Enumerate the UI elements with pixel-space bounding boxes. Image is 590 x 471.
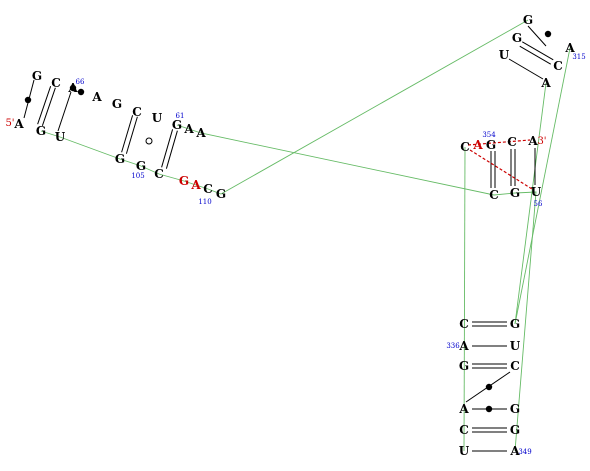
nucleotide-A: A bbox=[458, 402, 469, 416]
residue-number: 349 bbox=[518, 448, 531, 456]
nucleotide-G: G bbox=[179, 174, 189, 188]
nucleotide-U: U bbox=[531, 185, 542, 199]
watson-crick-pair-line bbox=[41, 87, 56, 126]
nucleotide-G: G bbox=[112, 97, 122, 111]
nucleotide-C: C bbox=[460, 140, 470, 154]
nucleotide-C: C bbox=[489, 188, 499, 202]
residue-number: 110 bbox=[198, 198, 211, 206]
wobble-pair-dot bbox=[485, 383, 493, 391]
nucleotide-A: A bbox=[190, 178, 201, 192]
nucleotide-G: G bbox=[36, 124, 46, 138]
nucleotide-G: G bbox=[115, 152, 125, 166]
watson-crick-pair-line bbox=[37, 86, 52, 125]
backbone-strand bbox=[40, 19, 529, 195]
noncanonical-pair-line bbox=[469, 149, 533, 190]
nucleotide-G: G bbox=[486, 138, 496, 152]
nucleotide-C: C bbox=[510, 359, 520, 373]
residue-number: 315 bbox=[572, 53, 585, 61]
wobble-pair-dot bbox=[485, 405, 493, 413]
residue-number: 336 bbox=[446, 342, 460, 350]
wobble-pair-dot bbox=[69, 84, 77, 92]
three-prime-end-label: 3' bbox=[537, 136, 546, 147]
backbone-strand bbox=[463, 146, 466, 452]
watson-crick-pair-line bbox=[161, 129, 174, 168]
wobble-pair-dot bbox=[77, 88, 85, 96]
nucleotide-G: G bbox=[32, 69, 42, 83]
nucleotide-A: A bbox=[540, 76, 551, 90]
wobble-pair-dot bbox=[24, 96, 32, 104]
nucleotide-C: C bbox=[203, 182, 213, 196]
nucleotide-U: U bbox=[510, 339, 521, 353]
nucleotide-G: G bbox=[510, 423, 520, 437]
nucleotide-G: G bbox=[510, 186, 520, 200]
nucleotide-A: A bbox=[195, 126, 206, 140]
nucleotide-U: U bbox=[152, 111, 163, 125]
nucleotide-A: A bbox=[564, 41, 575, 55]
backbone-strand bbox=[176, 124, 537, 452]
nucleotide-A: A bbox=[67, 81, 78, 95]
nucleotide-A: A bbox=[509, 444, 520, 458]
residue-number: 61 bbox=[176, 112, 185, 120]
nucleotide-U: U bbox=[459, 444, 470, 458]
nucleotide-G: G bbox=[510, 402, 520, 416]
noncanonical-pair-line bbox=[467, 139, 531, 146]
nucleotide-G: G bbox=[172, 118, 182, 132]
nucleotide-G: G bbox=[459, 359, 469, 373]
wobble-pair-dot bbox=[544, 30, 552, 38]
watson-crick-pair-line bbox=[519, 45, 551, 65]
base-pair-layer bbox=[23, 25, 554, 452]
watson-crick-pair-line bbox=[125, 116, 138, 154]
nucleotide-G: G bbox=[216, 187, 226, 201]
nucleotide-A: A bbox=[527, 134, 538, 148]
five-prime-end-label: 5' bbox=[5, 118, 14, 129]
nucleotide-A: A bbox=[91, 90, 102, 104]
nucleotide-C: C bbox=[459, 317, 469, 331]
nucleotide-U: U bbox=[499, 48, 510, 62]
nucleotide-A: A bbox=[458, 339, 469, 353]
nucleotide-C: C bbox=[154, 167, 164, 181]
noncanonical-pair-circle bbox=[145, 137, 153, 145]
watson-crick-pair-line bbox=[121, 115, 134, 153]
nucleotide-C: C bbox=[459, 423, 469, 437]
pair-line bbox=[527, 25, 547, 47]
backbone-layer bbox=[40, 19, 571, 452]
residue-number: 105 bbox=[131, 172, 144, 180]
nucleotide-C: C bbox=[507, 135, 517, 149]
residue-number: 56 bbox=[534, 200, 543, 208]
nucleotide-A: A bbox=[13, 117, 24, 131]
nucleotide-C: C bbox=[132, 105, 142, 119]
residue-number: 354 bbox=[482, 131, 496, 139]
nucleotide-C: C bbox=[553, 59, 563, 73]
nucleotide-U: U bbox=[55, 130, 66, 144]
pair-line bbox=[57, 91, 72, 132]
residue-number: 66 bbox=[76, 78, 85, 86]
watson-crick-pair-line bbox=[522, 41, 554, 61]
nucleotide-A: A bbox=[472, 138, 483, 152]
nucleotide-G: G bbox=[523, 13, 533, 27]
nucleotide-G: G bbox=[512, 31, 522, 45]
nucleotide-A: A bbox=[183, 122, 194, 136]
pair-line bbox=[508, 58, 544, 80]
backbone-link bbox=[514, 47, 571, 325]
nucleotide-G: G bbox=[510, 317, 520, 331]
watson-crick-pair-line bbox=[165, 130, 178, 169]
backbone-link bbox=[514, 82, 547, 325]
nucleotide-G: G bbox=[136, 159, 146, 173]
nucleotide-C: C bbox=[51, 76, 61, 90]
